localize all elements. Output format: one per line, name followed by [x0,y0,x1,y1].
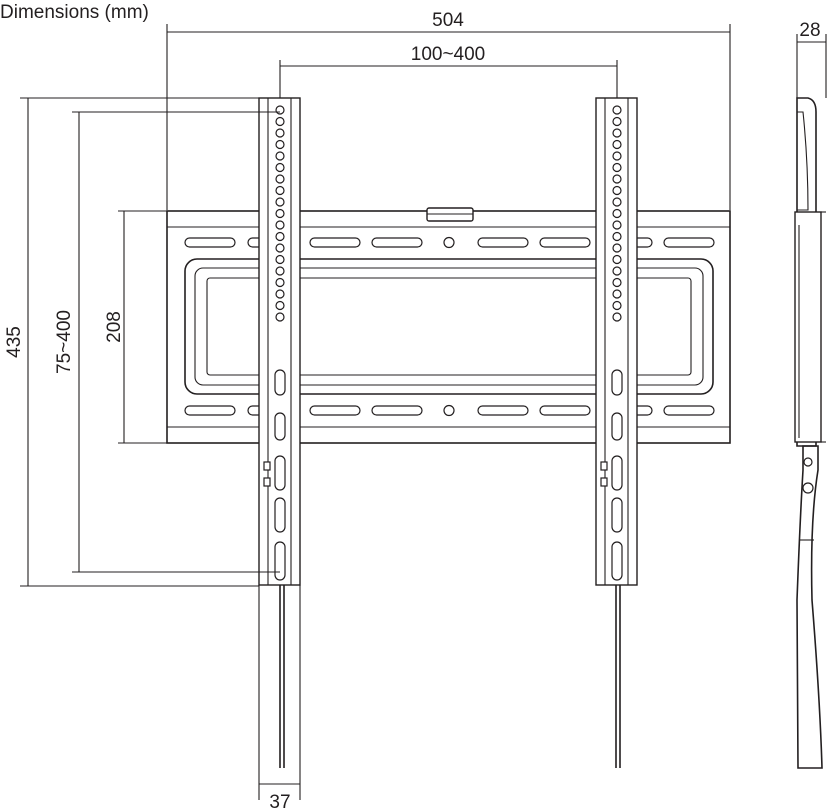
side-view [794,97,826,769]
label-plate-height: 208 [104,311,125,343]
dim-overall-height: 435 [4,97,259,587]
dim-plate-height: 208 [104,210,167,444]
label-depth: 28 [799,20,820,41]
wall-plate [166,207,731,444]
drawing-title: Dimensions (mm) [0,2,149,23]
right-tv-arm [595,97,638,768]
dim-depth: 28 [796,20,827,98]
label-overall-width: 504 [432,10,464,31]
label-vesa-horizontal: 100~400 [411,44,486,65]
label-overall-height: 435 [4,326,25,358]
label-arm-width: 37 [269,792,290,811]
left-tv-arm [258,97,301,768]
dim-overall-width: 504 [166,10,731,210]
label-vesa-vertical: 75~400 [54,310,75,374]
dim-vesa-horizontal: 100~400 [279,44,618,98]
dim-arm-width: 37 [258,585,301,811]
dim-vesa-vertical: 75~400 [54,111,280,573]
